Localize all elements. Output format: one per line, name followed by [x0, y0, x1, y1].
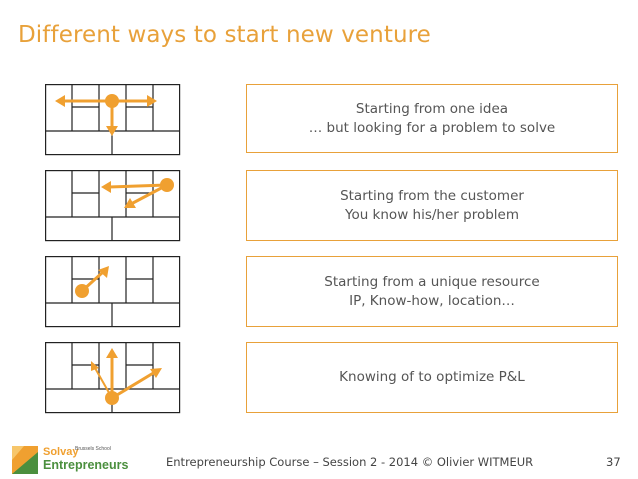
box-customer-line2: You know his/her problem	[345, 206, 519, 223]
box-pnl: Knowing of to optimize P&L	[246, 342, 618, 413]
logo-square-icon	[12, 446, 38, 474]
canvas-diagram-3	[45, 256, 181, 328]
box-idea-line1: Starting from one idea	[355, 100, 509, 117]
canvas-diagram-1	[45, 84, 181, 156]
box-resource: Starting from a unique resource IP, Know…	[246, 256, 618, 327]
box-resource-line1: Starting from a unique resource	[324, 273, 540, 290]
box-customer: Starting from the customer You know his/…	[246, 170, 618, 241]
box-customer-line1: Starting from the customer	[340, 187, 524, 204]
canvas-diagram-2	[45, 170, 181, 242]
box-resource-line2: IP, Know-how, location…	[349, 292, 515, 309]
logo-name: Entrepreneurs	[43, 458, 129, 472]
footer-text: Entrepreneurship Course – Session 2 - 20…	[166, 455, 534, 469]
canvas-diagram-4	[45, 342, 181, 414]
box-idea: Starting from one idea … but looking for…	[246, 84, 618, 153]
solvay-logo: Solvay Brussels School Entrepreneurs	[12, 446, 132, 474]
logo-sub: Brussels School	[75, 446, 111, 452]
box-idea-line2: … but looking for a problem to solve	[308, 119, 556, 136]
slide-title: Different ways to start new venture	[18, 22, 431, 48]
box-pnl-line1: Knowing of to optimize P&L	[339, 369, 525, 385]
page-number: 37	[606, 455, 621, 469]
logo-brand: Solvay	[43, 446, 79, 458]
